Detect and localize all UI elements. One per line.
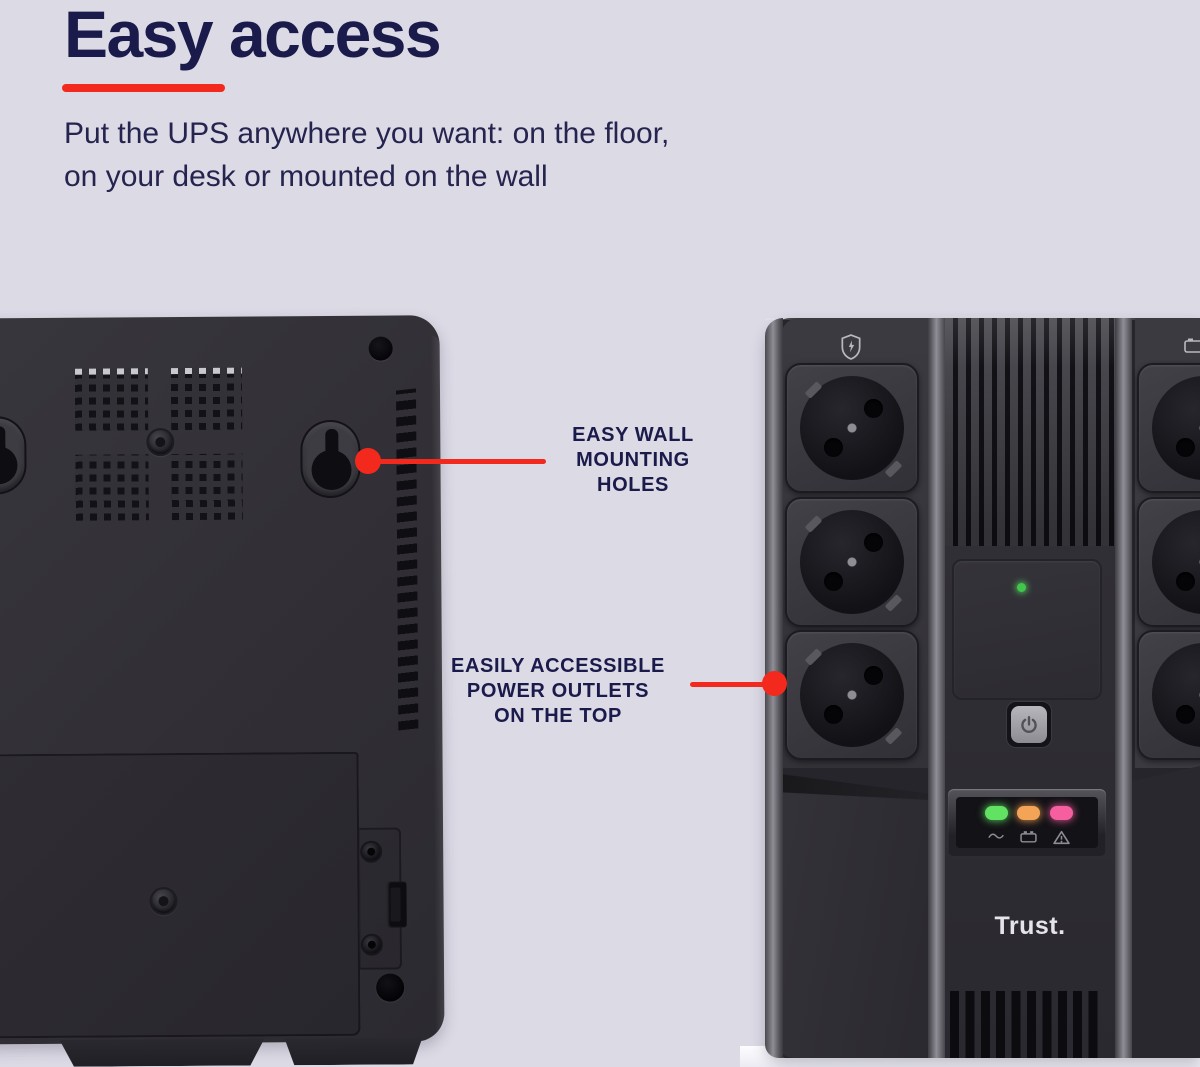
- callout-line-text: EASY WALL: [572, 424, 694, 446]
- power-outlet: [1137, 363, 1200, 493]
- power-outlet: [785, 497, 919, 627]
- socket-recess: [1152, 376, 1200, 480]
- corner-screw-hole: [376, 973, 405, 1002]
- callout-line-text: ON THE TOP: [494, 705, 622, 727]
- power-outlet: [1137, 630, 1200, 760]
- sine-wave-icon: [988, 830, 1005, 842]
- corner-screw-hole: [368, 336, 393, 361]
- shield-lightning-icon: [840, 334, 862, 360]
- screw: [149, 887, 178, 916]
- power-button-face: [1011, 706, 1047, 743]
- device-base: [773, 773, 933, 1058]
- keyhole-circle: [0, 446, 18, 485]
- callout-line-text: POWER OUTLETS: [466, 680, 650, 702]
- socket-recess: [1152, 643, 1200, 747]
- led-indicator-strip: [948, 789, 1106, 856]
- socket-recess: [800, 510, 904, 614]
- power-button: [1006, 701, 1052, 748]
- wall-mount-keyhole: [300, 419, 361, 499]
- device-base: [1132, 765, 1200, 1058]
- callout-dot: [355, 448, 381, 474]
- warning-triangle-icon: [1053, 830, 1070, 845]
- page-title: Easy access: [64, 0, 442, 71]
- callout-line-text: EASILY ACCESSIBLE: [451, 655, 665, 677]
- socket-recess: [800, 376, 904, 480]
- callout-line-text: MOUNTING: [576, 449, 690, 471]
- front-vent-slats: [945, 318, 1115, 548]
- screw: [360, 840, 383, 863]
- battery-led: [1017, 806, 1040, 820]
- vent-grid: [74, 368, 149, 431]
- edge-bevel: [928, 318, 945, 1058]
- subtitle-line-2: on your desk or mounted on the wall: [64, 160, 548, 193]
- ups-front-tower: Trust.: [765, 318, 1200, 1058]
- bottom-vent-slots: [950, 991, 1104, 1058]
- led-strip-panel: [956, 797, 1098, 848]
- power-icon: [1018, 714, 1040, 736]
- vent-grid: [75, 454, 149, 521]
- screw: [360, 933, 383, 956]
- socket-recess: [1152, 510, 1200, 614]
- socket-recess: [800, 643, 904, 747]
- device-foot: [60, 1038, 265, 1066]
- screw: [146, 428, 175, 457]
- subtitle: Put the UPS anywhere you want: on the fl…: [64, 112, 669, 198]
- power-outlet: [785, 630, 919, 760]
- mains-led: [985, 806, 1008, 820]
- front-door-panel: [952, 559, 1102, 700]
- power-status-led: [1017, 583, 1026, 592]
- callout-power-outlets: EASILY ACCESSIBLE POWER OUTLETS ON THE T…: [425, 654, 691, 729]
- power-outlet: [1137, 497, 1200, 627]
- title-underline: [62, 84, 225, 92]
- callout-line: [690, 682, 768, 687]
- battery-icon: [1184, 337, 1200, 353]
- keyhole-circle: [311, 449, 352, 491]
- callout-dot: [762, 671, 787, 696]
- side-vents: [395, 388, 419, 731]
- subtitle-line-1: Put the UPS anywhere you want: on the fl…: [64, 117, 670, 150]
- fault-led: [1050, 806, 1073, 820]
- compartment-latch: [386, 881, 407, 928]
- battery-compartment: [0, 751, 361, 1039]
- battery-small-icon: [1020, 830, 1037, 843]
- vent-grid: [171, 453, 243, 521]
- ups-back-panel: [0, 315, 445, 1045]
- vent-grid: [170, 367, 243, 431]
- callout-line: [366, 459, 546, 464]
- edge-bevel: [1115, 318, 1132, 1058]
- power-outlet: [785, 363, 919, 493]
- device-foot: [285, 1037, 423, 1065]
- callout-line-text: HOLES: [597, 474, 669, 496]
- wall-mount-keyhole: [0, 416, 27, 495]
- brand-logo: Trust.: [994, 912, 1066, 940]
- callout-wall-mounting: EASY WALL MOUNTING HOLES: [540, 423, 726, 498]
